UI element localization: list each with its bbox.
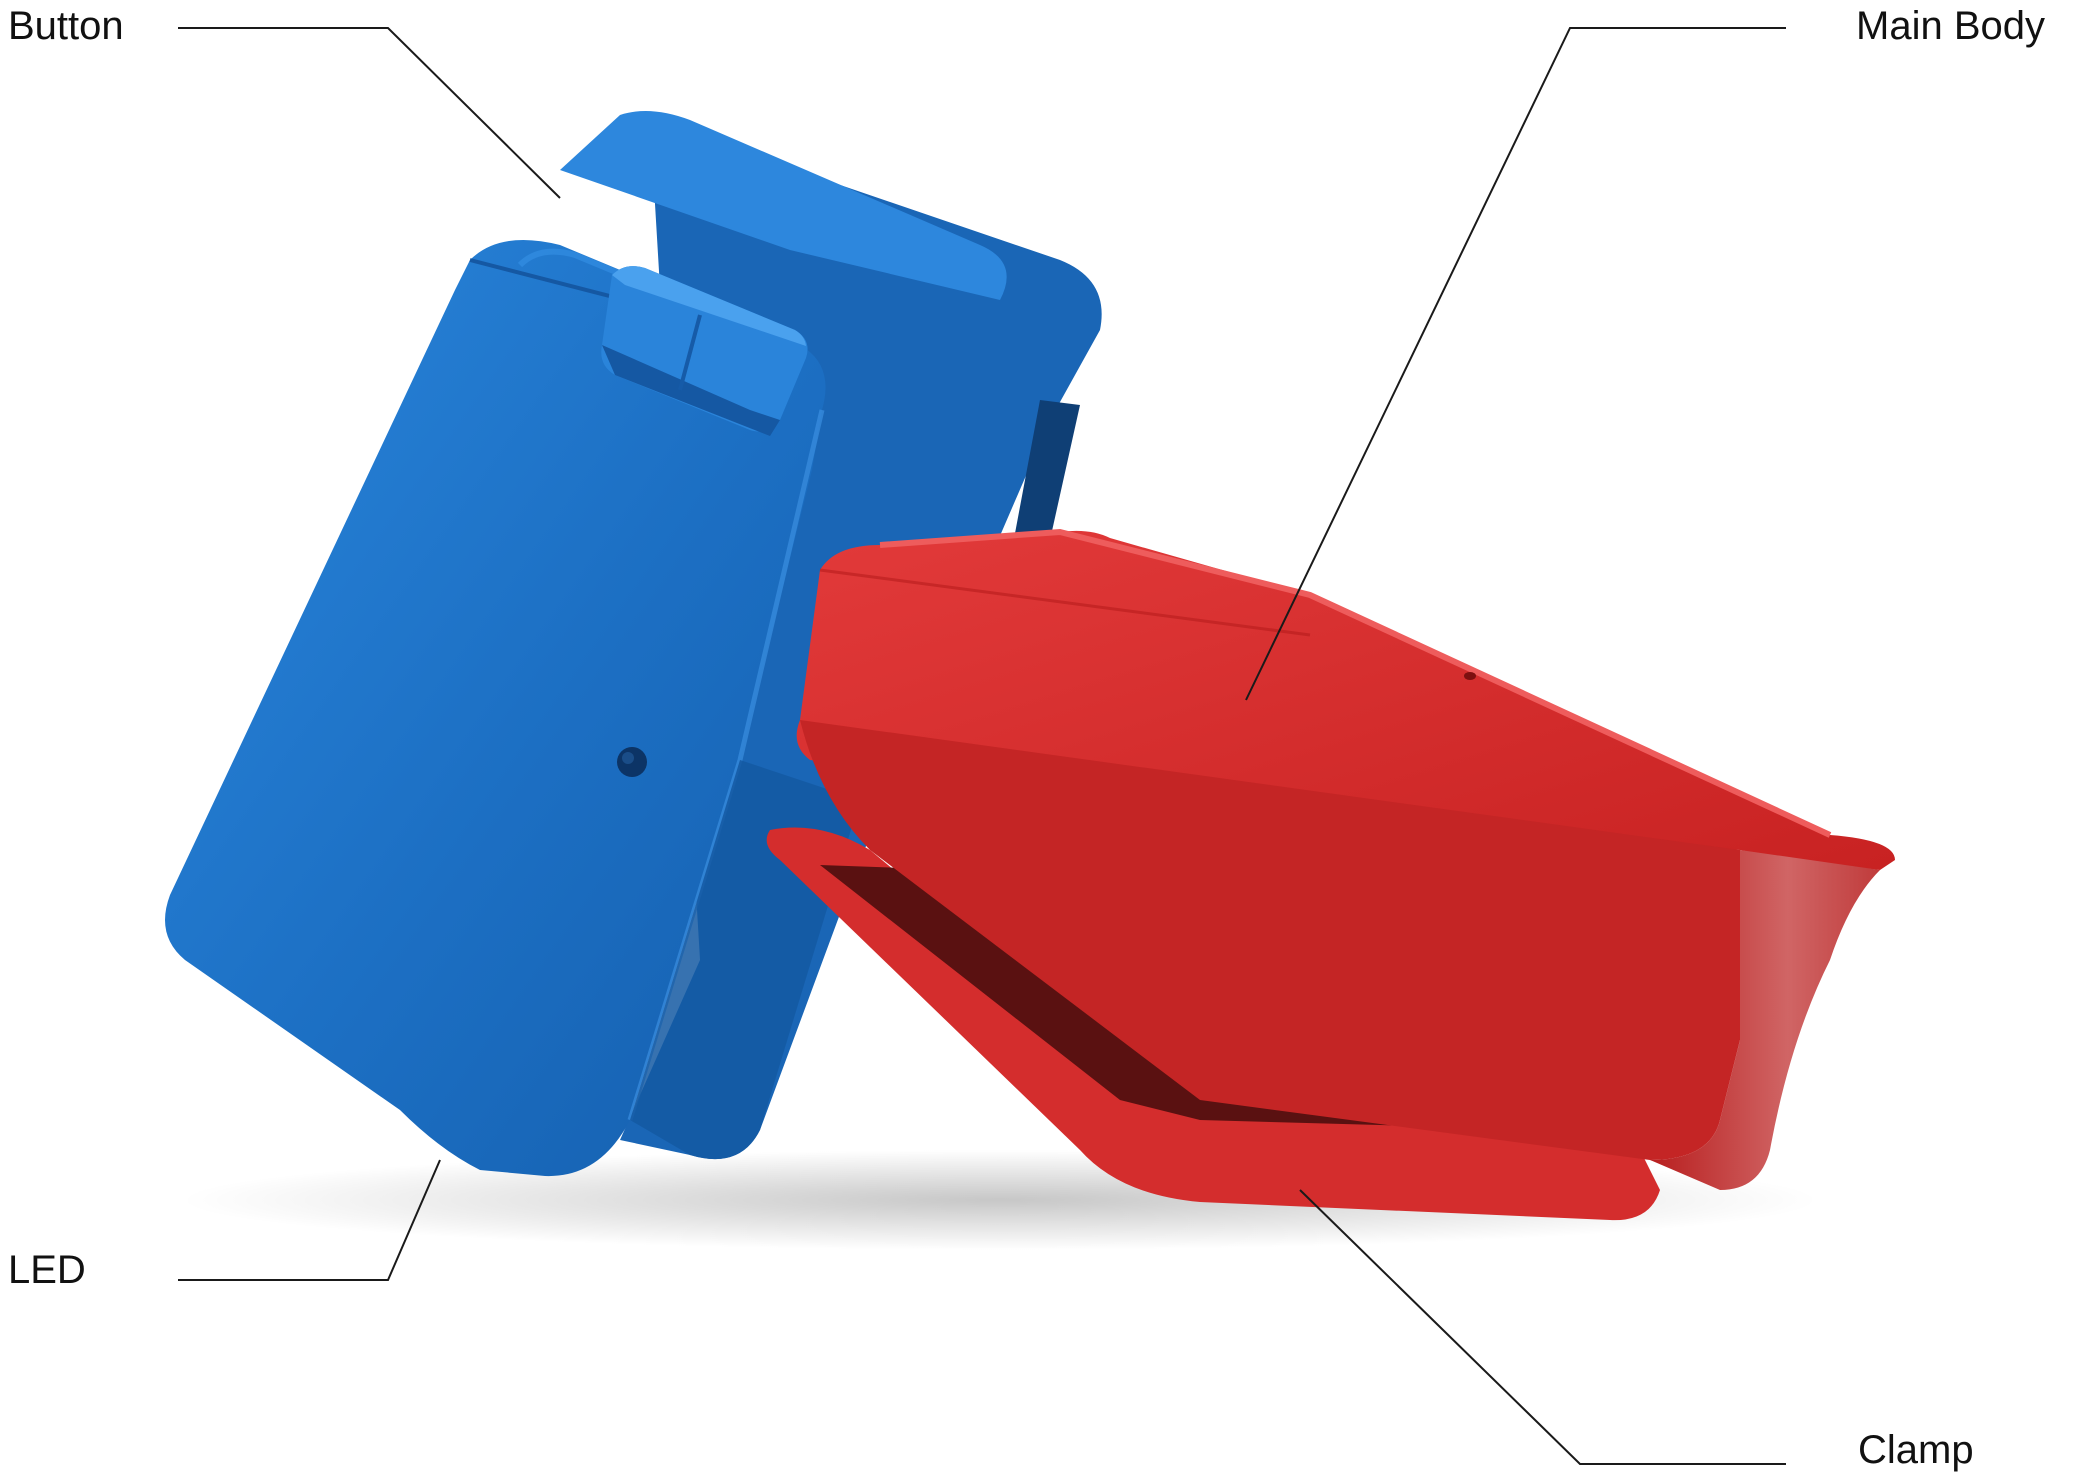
callout-main-body: Main Body xyxy=(1856,6,2045,46)
callout-button: Button xyxy=(8,6,124,46)
leader-button xyxy=(178,28,560,198)
callout-clamp: Clamp xyxy=(1858,1430,1974,1470)
leader-main-body xyxy=(1246,28,1786,700)
callout-led: LED xyxy=(8,1250,86,1290)
main-body xyxy=(767,531,1895,1220)
